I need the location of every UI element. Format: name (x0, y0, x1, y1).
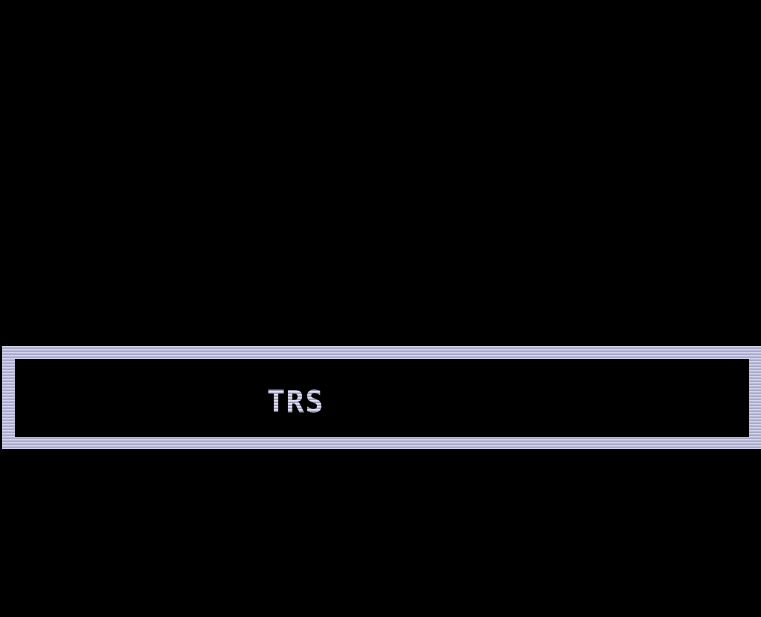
title-box-frame: TRS (2, 346, 761, 449)
title-text: TRS (267, 385, 325, 420)
title-box-panel: TRS (15, 359, 749, 437)
